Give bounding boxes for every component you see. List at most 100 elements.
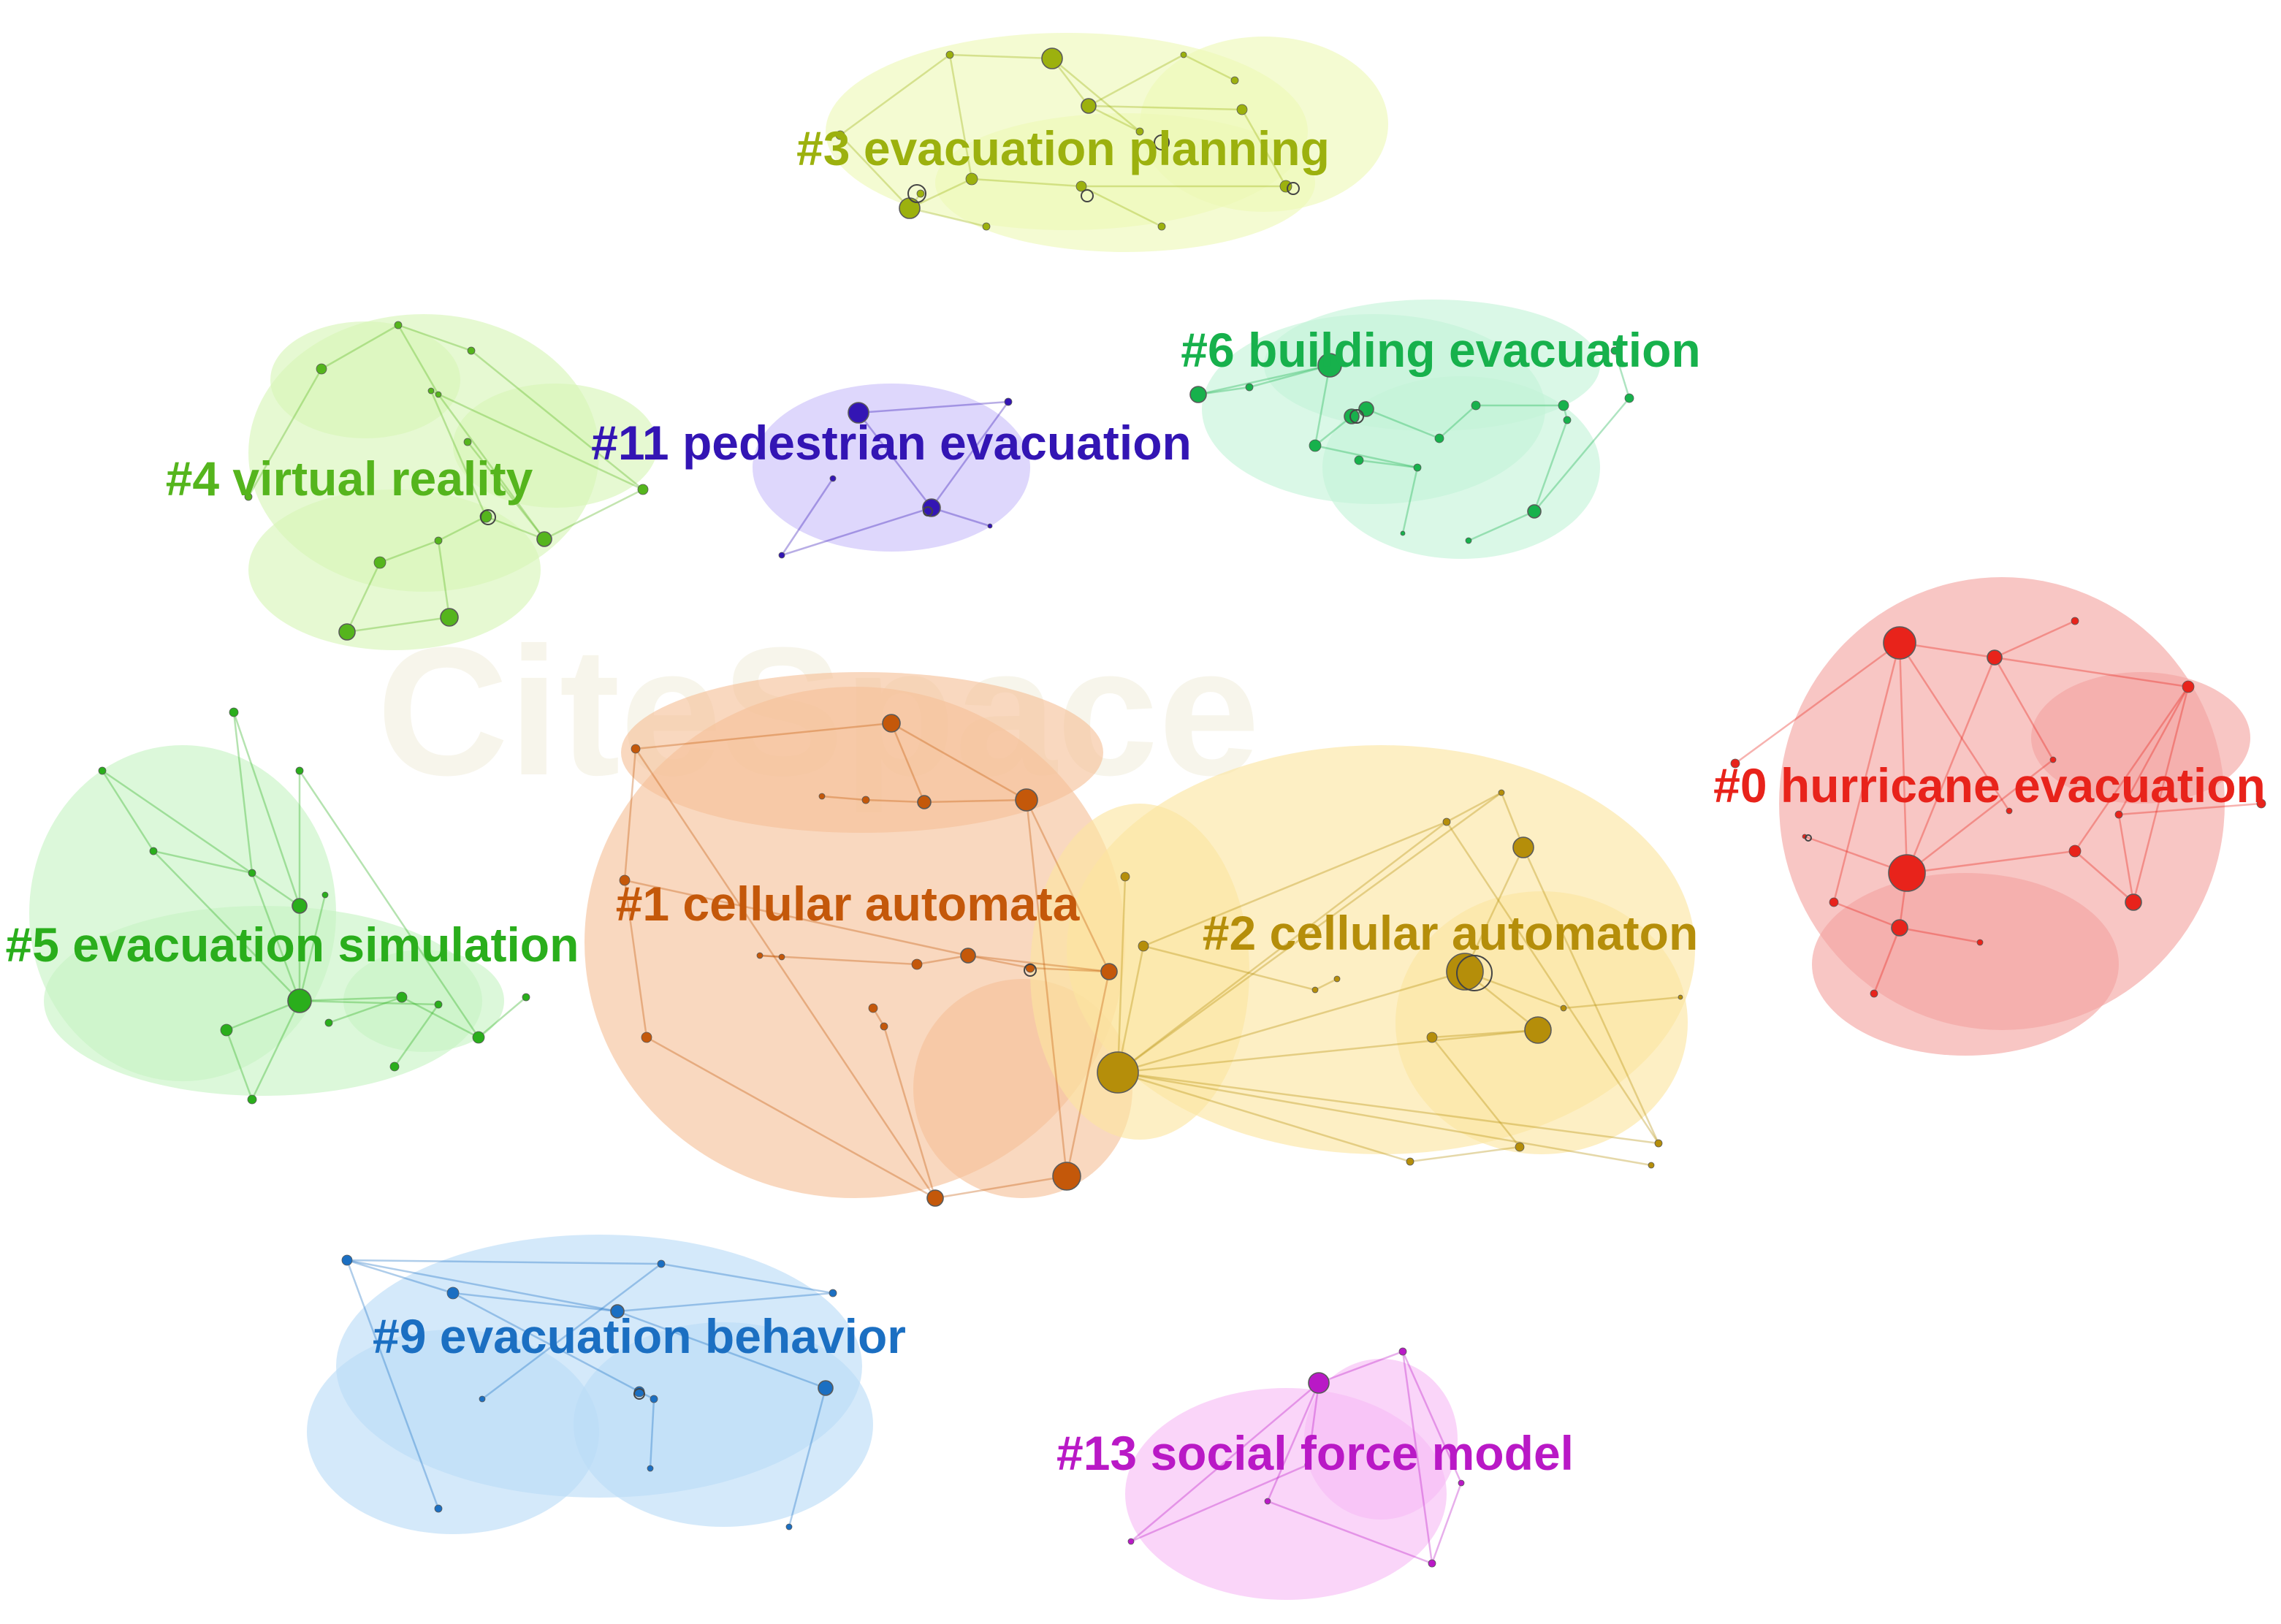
network-node-c0 — [2256, 798, 2266, 809]
network-node-c3 — [1279, 180, 1292, 193]
network-node-c1 — [882, 714, 901, 733]
cluster-label-c13: #13 social force model — [1056, 1426, 1574, 1480]
network-link-c6 — [1534, 397, 1630, 512]
network-link-c1 — [624, 879, 969, 957]
network-link-c5 — [298, 770, 480, 1038]
network-link-c5 — [101, 770, 155, 852]
network-link-c3 — [839, 53, 951, 137]
network-link-c1 — [1025, 799, 1111, 972]
network-link-c2 — [1117, 1029, 1539, 1074]
network-link-c2 — [1117, 1071, 1411, 1163]
cluster-region-c13 — [1304, 1359, 1458, 1520]
network-link-c1 — [821, 795, 867, 801]
hollow-node — [1287, 182, 1300, 195]
cluster-region-c9 — [307, 1330, 599, 1534]
cluster-region-c2 — [1030, 804, 1249, 1140]
network-link-c9 — [346, 1259, 440, 1509]
network-node-c0 — [2071, 617, 2079, 625]
network-node-c13 — [1428, 1559, 1436, 1568]
network-node-c13 — [1398, 1347, 1407, 1356]
network-node-c6 — [1527, 504, 1542, 519]
network-link-c1 — [635, 722, 892, 750]
network-node-c9 — [446, 1286, 460, 1300]
network-link-c5 — [102, 769, 300, 907]
hollow-node — [1349, 409, 1364, 424]
network-node-c1 — [778, 953, 785, 961]
network-link-c6 — [1197, 364, 1330, 396]
network-node-c11 — [987, 523, 993, 529]
network-node-c6 — [1245, 383, 1254, 392]
network-link-c3 — [909, 207, 987, 228]
network-node-c5 — [248, 869, 256, 877]
network-node-c3 — [1236, 104, 1248, 115]
network-node-c2 — [1560, 1004, 1567, 1012]
network-node-c2 — [1498, 789, 1505, 796]
network-node-c4 — [536, 531, 552, 547]
network-link-c11 — [931, 506, 991, 527]
network-node-c3 — [945, 50, 954, 59]
network-node-c4 — [434, 536, 443, 545]
network-node-c0 — [1976, 939, 1984, 946]
network-node-c5 — [149, 847, 158, 855]
network-link-c2 — [1117, 1071, 1659, 1145]
network-node-c0 — [2049, 756, 2057, 763]
network-link-c9 — [452, 1292, 640, 1393]
network-link-c1 — [883, 1026, 937, 1199]
network-link-c1 — [759, 954, 918, 966]
network-link-c3 — [909, 178, 972, 210]
network-node-c13 — [1127, 1538, 1135, 1545]
network-node-c2 — [1311, 986, 1319, 994]
network-link-c2 — [1143, 820, 1447, 948]
hollow-node — [907, 184, 926, 203]
network-node-c2 — [1333, 975, 1341, 983]
network-node-c0 — [1870, 989, 1878, 998]
network-link-c1 — [759, 954, 782, 958]
network-link-c11 — [781, 506, 932, 557]
network-node-c9 — [829, 1289, 837, 1297]
network-link-c3 — [1088, 53, 1184, 107]
network-node-c6 — [1400, 530, 1406, 536]
network-node-c4 — [435, 391, 442, 398]
network-link-c2 — [1563, 996, 1681, 1010]
network-link-c0 — [1898, 642, 1908, 874]
network-node-c9 — [650, 1395, 658, 1403]
network-node-c6 — [1189, 386, 1207, 403]
network-node-c4 — [440, 608, 459, 627]
cluster-region-c5 — [343, 950, 504, 1052]
network-node-c5 — [389, 1061, 400, 1072]
network-link-c9 — [346, 1259, 454, 1295]
network-link-c4 — [471, 350, 644, 490]
hollow-node — [1081, 189, 1094, 202]
network-node-c5 — [321, 891, 329, 899]
network-node-c1 — [926, 1189, 944, 1207]
network-link-c9 — [452, 1292, 618, 1313]
network-link-c6 — [1401, 467, 1419, 534]
network-link-c1 — [865, 798, 925, 804]
network-link-c4 — [321, 324, 399, 370]
network-node-c1 — [917, 795, 932, 809]
cluster-region-c0 — [1812, 873, 2119, 1056]
network-link-c9 — [617, 1310, 826, 1389]
network-node-c4 — [316, 363, 327, 375]
network-link-c2 — [1117, 1071, 1652, 1167]
network-link-c9 — [346, 1259, 618, 1313]
network-link-c11 — [858, 412, 932, 508]
network-node-c6 — [1309, 439, 1322, 452]
network-node-c6 — [1465, 537, 1472, 544]
network-link-c0 — [2117, 686, 2190, 815]
network-node-c2 — [1426, 1032, 1438, 1043]
cluster-label-c11: #11 pedestrian evacuation — [591, 416, 1192, 470]
network-link-c6 — [1468, 510, 1535, 542]
network-node-c0 — [1730, 758, 1740, 769]
network-node-c5 — [396, 991, 408, 1003]
network-node-c1 — [631, 744, 641, 754]
network-link-c0 — [2074, 850, 2134, 903]
network-node-c1 — [756, 952, 763, 959]
network-node-c1 — [1052, 1162, 1081, 1191]
network-node-c9 — [610, 1304, 625, 1319]
network-link-c0 — [1994, 656, 2189, 688]
network-node-c5 — [247, 1094, 257, 1105]
network-link-c0 — [2118, 802, 2262, 816]
network-link-c5 — [299, 999, 439, 1006]
